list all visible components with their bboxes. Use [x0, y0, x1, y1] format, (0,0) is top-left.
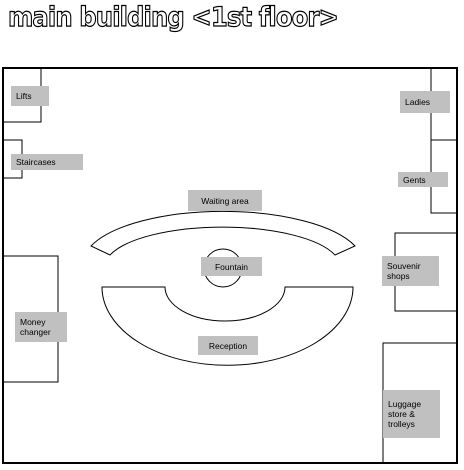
page-title: main building <1st floor>	[7, 1, 339, 33]
label-souvenir-shops: Souvenir shops	[382, 256, 439, 286]
label-fountain: Fountain	[201, 257, 262, 276]
label-lifts: Lifts	[11, 86, 49, 106]
building-outline	[2, 67, 458, 464]
label-luggage: Luggage store & trolleys	[383, 390, 440, 438]
gents-room	[430, 140, 457, 214]
label-staircases: Staircases	[11, 154, 83, 170]
label-ladies: Ladies	[400, 91, 450, 113]
label-reception: Reception	[198, 336, 258, 355]
label-money-changer: Money changer	[15, 312, 67, 342]
waiting-area-shape	[90, 210, 356, 256]
label-waiting-area: Waiting area	[188, 190, 262, 211]
label-gents: Gents	[398, 172, 448, 187]
reception-shape	[101, 286, 354, 366]
